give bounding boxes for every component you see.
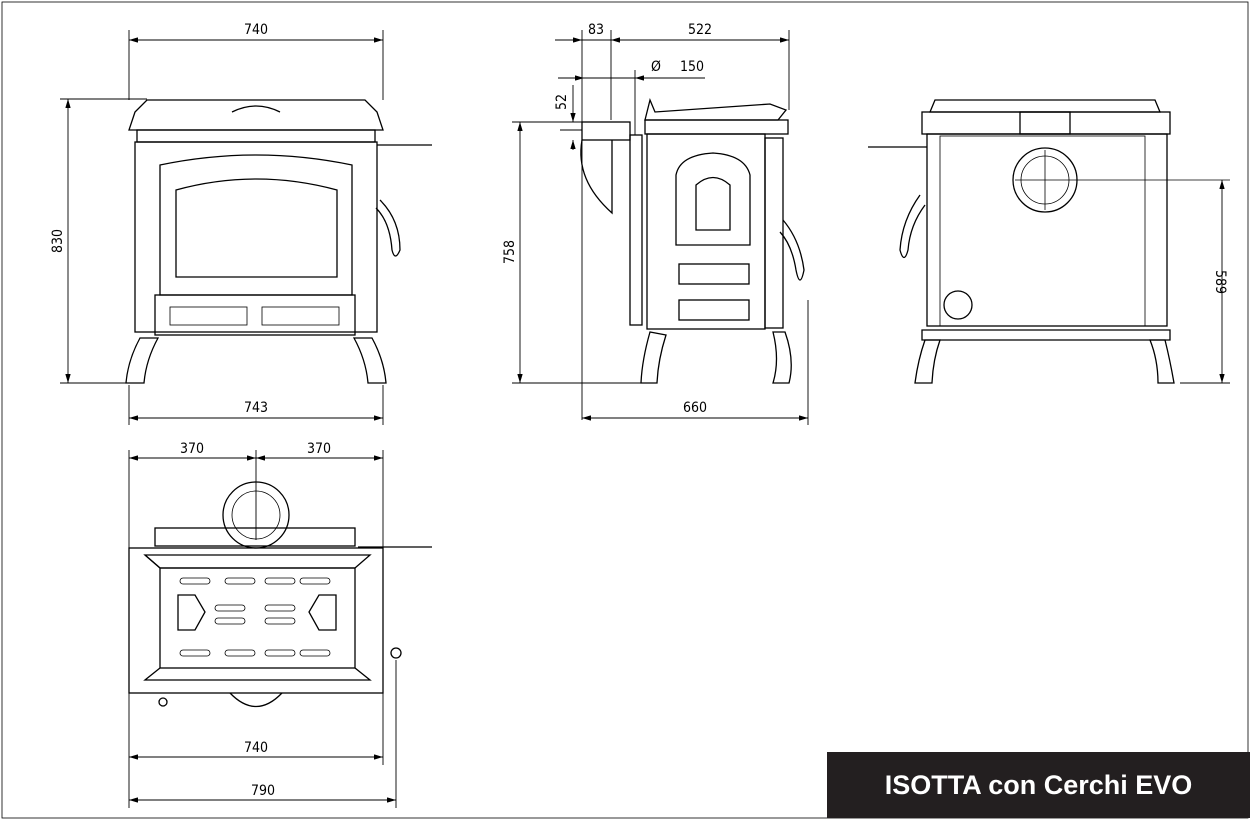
dim-flue-diameter: 150: [680, 59, 704, 75]
dim-front-width-top: 740: [244, 22, 268, 38]
top-dimensions: 370 370 740 790: [128, 441, 397, 808]
dim-front-width-bottom: 743: [244, 400, 268, 416]
front-dimensions: 740 830 743: [50, 22, 384, 425]
dim-flue-height-offset: 52: [554, 94, 570, 110]
front-view: [125, 99, 432, 384]
dim-flue-offset: 83: [588, 22, 604, 38]
dim-top-width-total: 790: [251, 783, 275, 799]
top-view: [128, 481, 432, 707]
dim-side-depth-body: 522: [688, 22, 712, 38]
side-view: [580, 97, 805, 384]
rear-dimensions: 589: [1180, 180, 1230, 384]
dim-top-half-left: 370: [180, 441, 204, 457]
dim-top-half-right: 370: [307, 441, 331, 457]
dim-side-depth-total: 660: [683, 400, 707, 416]
dim-top-width: 740: [244, 740, 268, 756]
rear-view: [868, 99, 1230, 384]
dim-flue-height: 758: [502, 240, 518, 264]
drawing-title: ISOTTA con Cerchi EVO: [827, 752, 1250, 818]
dim-front-height: 830: [50, 229, 66, 253]
dim-flue-center-height: 589: [1212, 270, 1228, 294]
side-dimensions: 83 522 Ø 150 52 758 660: [502, 22, 809, 425]
diameter-symbol: Ø: [651, 59, 661, 75]
